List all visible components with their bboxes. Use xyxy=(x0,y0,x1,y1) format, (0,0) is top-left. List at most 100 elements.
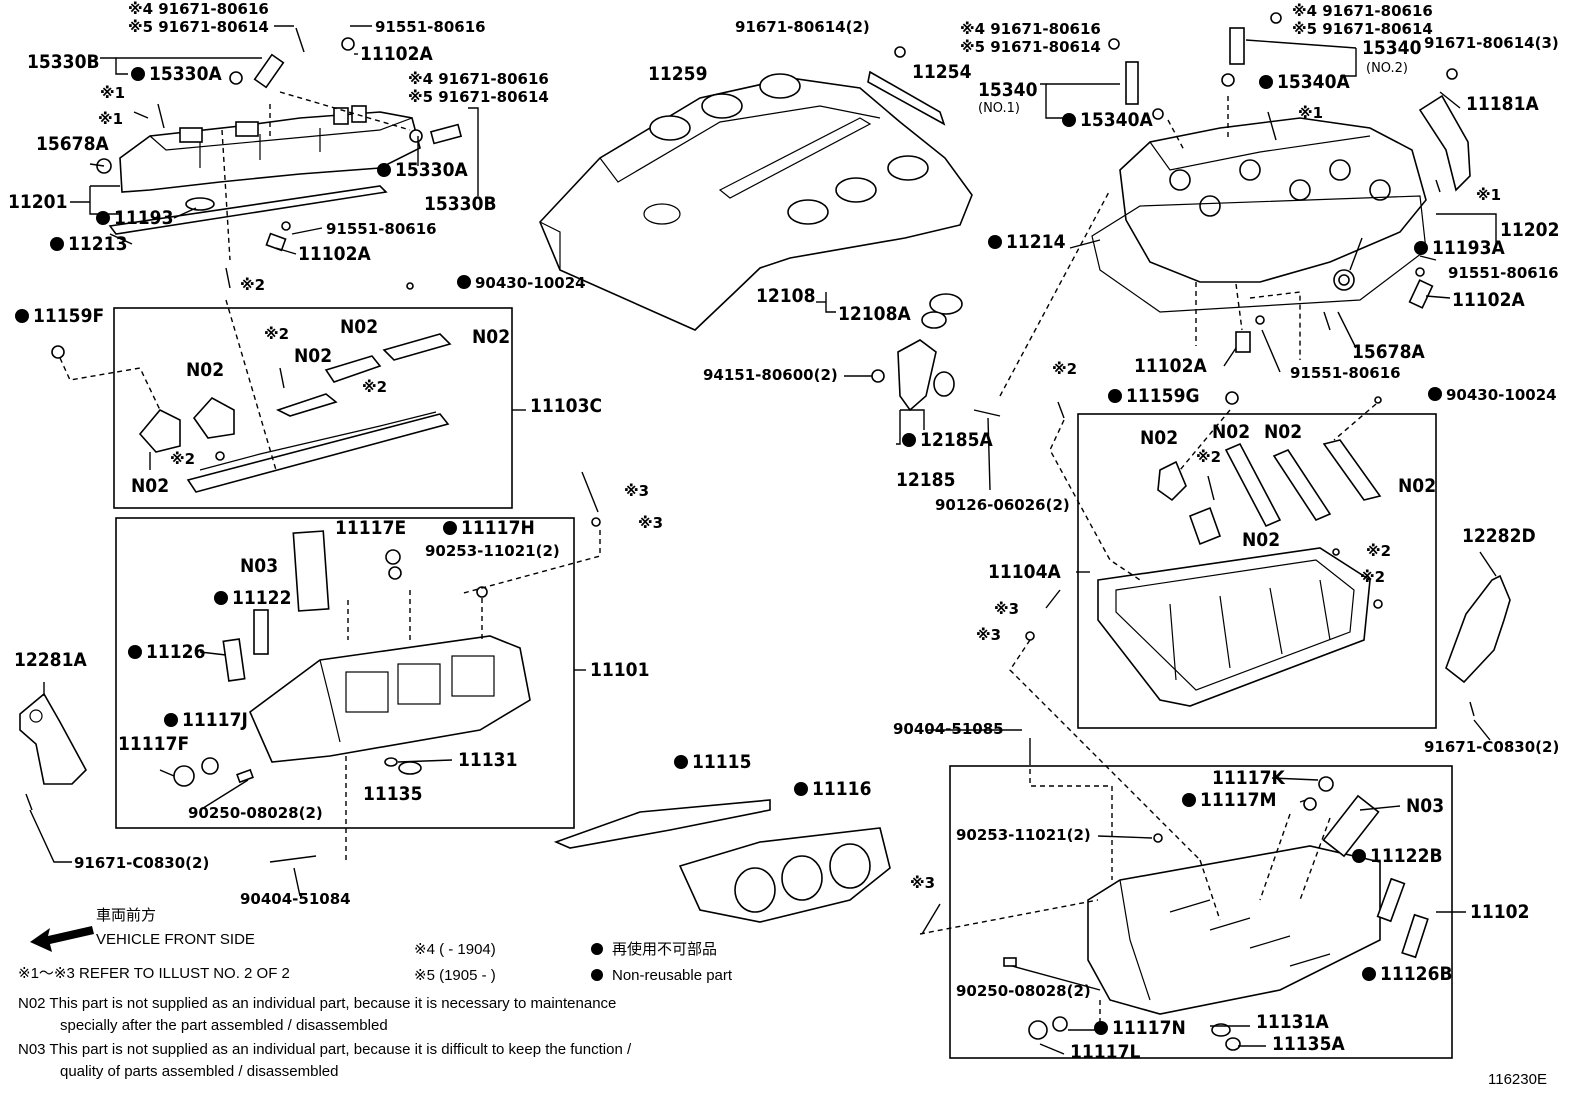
part-label: 91551-80616 xyxy=(326,220,437,238)
part-label: ※1 xyxy=(1298,104,1323,122)
bracket-11181a xyxy=(1418,94,1471,192)
head-cover-11201 xyxy=(108,105,421,235)
nonreuse-dot-icon xyxy=(591,943,603,955)
part-label: ※5 91671-80614 xyxy=(128,18,269,36)
part-label: 11104A xyxy=(988,561,1061,583)
part-label: ※1 xyxy=(98,110,123,128)
part-label: 90430-10024 xyxy=(1446,386,1557,404)
nonreuse-dot-icon xyxy=(457,275,471,289)
part-label: ※4 91671-80616 xyxy=(408,70,549,88)
part-label: 11135 xyxy=(363,783,422,805)
part-label: 11102A xyxy=(1452,289,1525,311)
nonreuse-dot-icon xyxy=(214,591,228,605)
gasket-11115 xyxy=(553,799,771,849)
nonreuse-dot-icon xyxy=(164,713,178,727)
nonreuse-dot-icon xyxy=(1428,387,1442,401)
part-label: 11193A xyxy=(1432,237,1505,259)
part-label: 12281A xyxy=(14,649,87,671)
part-label: ※2 xyxy=(362,378,387,396)
part-label: ※2 xyxy=(1196,448,1221,466)
part-label: N02 xyxy=(1242,529,1280,551)
nonreuse-dot-icon xyxy=(1094,1021,1108,1035)
part-label: 90253-11021(2) xyxy=(956,826,1091,844)
part-label: ※3 xyxy=(994,600,1019,618)
nonreuse-en: Non-reusable part xyxy=(612,967,733,984)
part-label: 11117M xyxy=(1200,789,1276,811)
camshaft-housing-11103c xyxy=(138,333,452,493)
part-label: ※2 xyxy=(240,276,265,294)
part-label: 11101 xyxy=(590,659,649,681)
part-label: 11115 xyxy=(692,751,751,773)
part-label: 15340 xyxy=(1362,37,1422,59)
part-label: 11117N xyxy=(1112,1017,1186,1039)
part-label: 11214 xyxy=(1006,231,1066,253)
part-label: 11126 xyxy=(146,641,205,663)
part-label: 11131A xyxy=(1256,1011,1329,1033)
part-label: ※5 91671-80614 xyxy=(408,88,549,106)
part-label: ※4 91671-80616 xyxy=(1292,2,1433,20)
part-label: 15340A xyxy=(1277,71,1350,93)
part-label: 11102A xyxy=(1134,355,1207,377)
nonreuse-dot-icon xyxy=(1108,389,1122,403)
part-label: 11201 xyxy=(8,191,67,213)
part-label: 90430-10024 xyxy=(475,274,586,292)
part-label: ※2 xyxy=(1366,542,1391,560)
part-label: 11135A xyxy=(1272,1033,1345,1055)
part-label: 11102 xyxy=(1470,901,1529,923)
part-label: 12185 xyxy=(896,469,955,491)
nonreuse-dot-icon xyxy=(1362,967,1376,981)
n03-note-line2: quality of parts assembled / disassemble… xyxy=(60,1063,338,1080)
part-label: 90250-08028(2) xyxy=(188,804,323,822)
front-arrow-icon xyxy=(30,926,94,952)
part-label: ※2 xyxy=(1360,568,1385,586)
nonreuse-dot-icon xyxy=(1414,241,1428,255)
part-label: 91671-80614(2) xyxy=(735,18,870,36)
direction-en: VEHICLE FRONT SIDE xyxy=(96,931,255,948)
part-label: 15678A xyxy=(36,133,109,155)
nonreuse-dot-icon xyxy=(131,67,145,81)
nonreuse-dot-icon xyxy=(377,163,391,177)
part-label: ※3 xyxy=(638,514,663,532)
part-label: 11103C xyxy=(530,395,602,417)
part-label: N02 xyxy=(1140,427,1178,449)
refer-note: ※1～※3 REFER TO ILLUST NO. 2 OF 2 xyxy=(18,965,290,982)
part-label: 11159G xyxy=(1126,385,1200,407)
nonreuse-dot-icon xyxy=(443,521,457,535)
part-label: ※1 xyxy=(1476,186,1501,204)
part-label: 11126B xyxy=(1380,963,1453,985)
part-label: ※2 xyxy=(1052,360,1077,378)
n03-note-line1: N03 This part is not supplied as an indi… xyxy=(18,1041,632,1058)
nonreuse-dot-icon xyxy=(1352,849,1366,863)
bracket-12281a xyxy=(19,692,87,785)
part-label: 91551-80616 xyxy=(1290,364,1401,382)
part-label: 11122B xyxy=(1370,845,1443,867)
n02-note-line2: specially after the part assembled / dis… xyxy=(60,1017,388,1034)
part-label: 11116 xyxy=(812,778,871,800)
part-label: 12108A xyxy=(838,303,911,325)
part-label: 90126-06026(2) xyxy=(935,496,1070,514)
part-label: ※3 xyxy=(624,482,649,500)
gasket-11116 xyxy=(678,827,891,923)
nonreuse-dot-icon xyxy=(794,782,808,796)
part-label: ※5 91671-80614 xyxy=(960,38,1101,56)
part-label: ※2 xyxy=(170,450,195,468)
part-label: 15340A xyxy=(1080,109,1153,131)
part-label: 11102A xyxy=(360,43,433,65)
nonreuse-dot-icon xyxy=(128,645,142,659)
part-label: 11159F xyxy=(33,305,104,327)
figure-code: 116230E xyxy=(1488,1071,1547,1088)
nonreuse-dot-icon xyxy=(1182,793,1196,807)
part-label: N02 xyxy=(131,475,169,497)
part-label: 15678A xyxy=(1352,341,1425,363)
leader-lines xyxy=(29,25,1497,1055)
part-label: N02 xyxy=(340,316,378,338)
part-label: ※3 xyxy=(910,874,935,892)
part-label: 15330B xyxy=(27,51,100,73)
vvt-sensors xyxy=(229,27,1434,353)
part-label: 11117E xyxy=(335,517,406,539)
mark4-note: ※4 ( - 1904) xyxy=(414,941,496,958)
part-label: 11213 xyxy=(68,233,127,255)
part-label: 90404-51085 xyxy=(893,720,1004,738)
part-label: 11117J xyxy=(182,709,248,731)
